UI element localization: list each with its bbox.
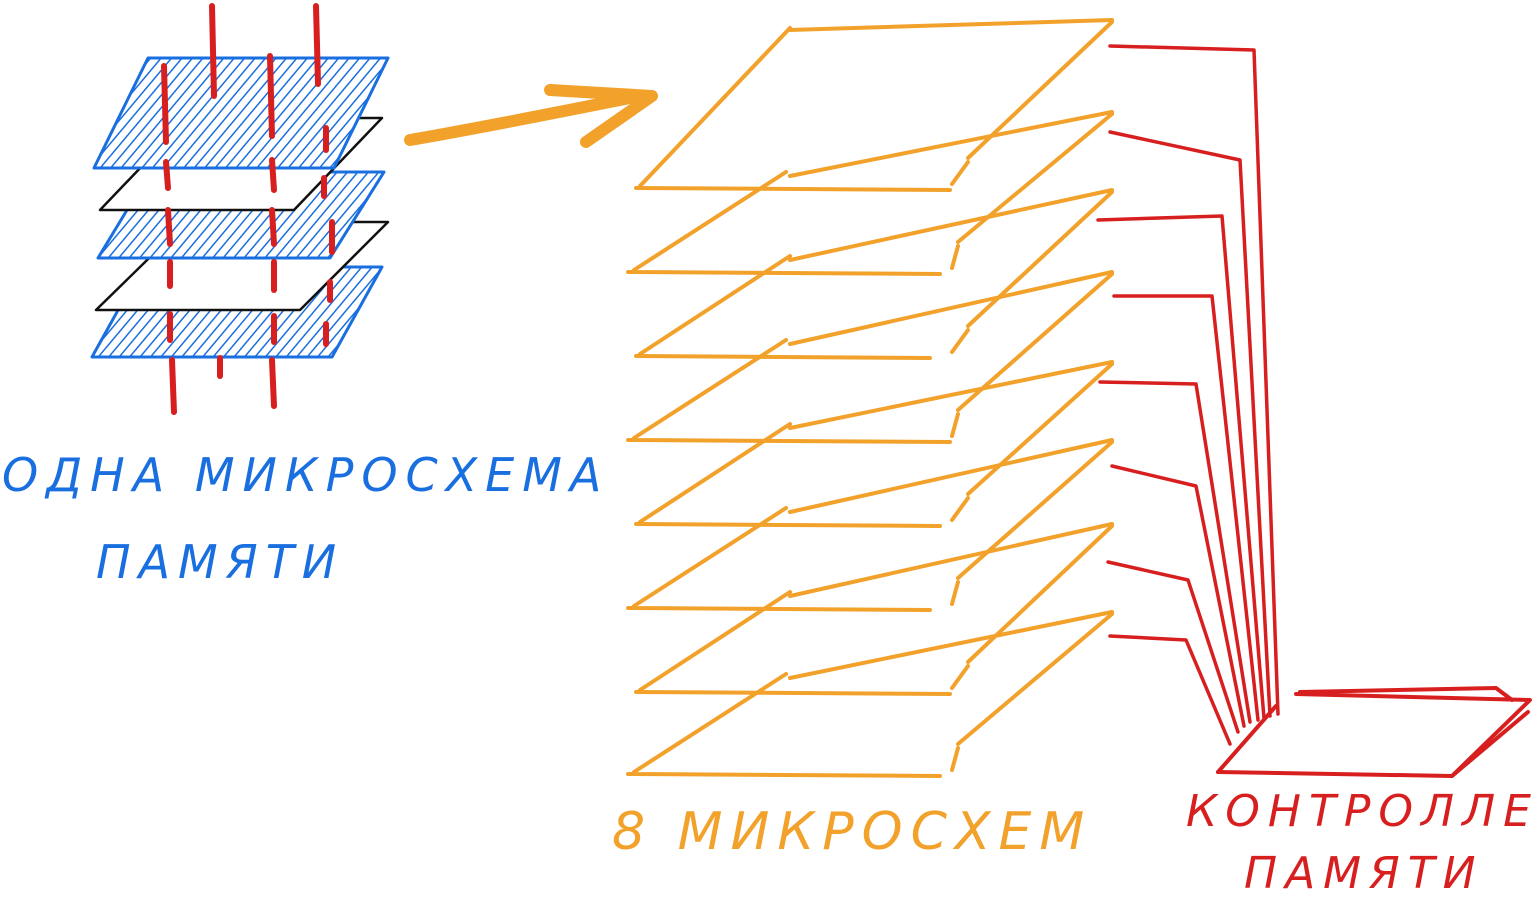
- chip-sheet: [626, 270, 1114, 444]
- controller-wire: [1108, 44, 1280, 716]
- controller-wire: [1108, 634, 1232, 746]
- controller-wires: [1096, 44, 1280, 746]
- controller-wire: [1098, 380, 1252, 724]
- one-chip-label-line1: одна микросхема: [2, 448, 610, 502]
- controller-label-line2: памяти: [1244, 848, 1484, 899]
- chip-vias: [161, 3, 335, 415]
- controller-wire: [1110, 464, 1246, 728]
- chip-sheet: [634, 360, 1114, 528]
- controller-wire: [1112, 294, 1260, 722]
- controller-wire: [1108, 130, 1272, 718]
- single-chip-stack: [90, 3, 390, 415]
- chip-sheet: [626, 438, 1114, 612]
- controller-wire: [1106, 560, 1240, 734]
- eight-chip-stack: [626, 18, 1114, 778]
- chip-sheet: [634, 188, 1114, 360]
- arrow-icon: [404, 84, 658, 148]
- controller-label-line1: контроллер: [1186, 786, 1536, 837]
- chip-sheet: [634, 522, 1114, 696]
- chip-sheet: [634, 18, 1114, 192]
- eight-chips-label: 8 микросхем: [612, 802, 1093, 862]
- chip-sheet: [626, 110, 1114, 276]
- controller-wire: [1096, 214, 1266, 720]
- memory-controller-chip: [1216, 686, 1532, 778]
- chip-sheet: [626, 610, 1114, 778]
- one-chip-label-line2: памяти: [96, 535, 345, 589]
